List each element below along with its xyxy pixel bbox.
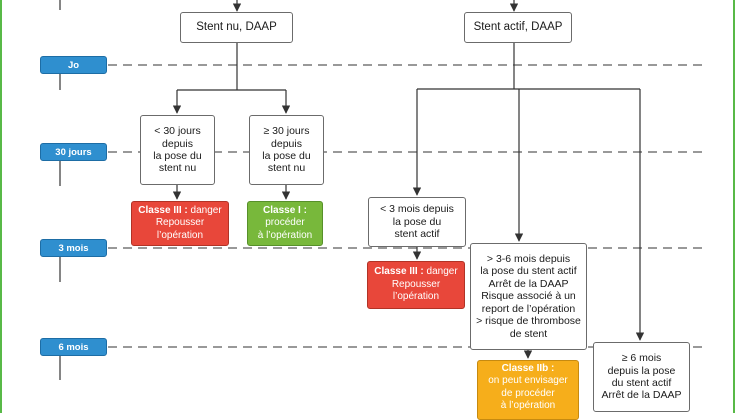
- class-label: Classe III :: [138, 204, 191, 216]
- box-ge6-months: ≥ 6 mois depuis la pose du stent actif A…: [593, 342, 690, 412]
- box-class2b: Classe IIb : on peut envisager de procéd…: [477, 360, 579, 420]
- timeline-tag-3m: 3 mois: [40, 239, 107, 257]
- box-bare-stent: Stent nu, DAAP: [180, 12, 293, 43]
- class-label: Classe I :: [263, 204, 307, 216]
- right-border: [733, 0, 735, 413]
- timeline-tag-jo: Jo: [40, 56, 107, 74]
- class-label: Classe III :: [374, 266, 427, 278]
- box-3-6-months: > 3-6 mois depuis la pose du stent actif…: [470, 243, 587, 350]
- box-active-stent: Stent actif, DAAP: [464, 12, 572, 43]
- box-lt3-months: < 3 mois depuis la pose du stent actif: [368, 197, 466, 247]
- class-text: on peut envisager de procéder à l’opérat…: [488, 375, 568, 412]
- box-lt30-days: < 30 jours depuis la pose du stent nu: [140, 115, 215, 185]
- class-text: procéder à l’opération: [257, 217, 313, 241]
- class-label: Classe IIb :: [501, 363, 555, 374]
- box-ge30-days: ≥ 30 jours depuis la pose du stent nu: [249, 115, 324, 185]
- box-class3-bare: Classe III : danger Repousser l’opératio…: [131, 201, 229, 246]
- timeline-tag-6m: 6 mois: [40, 338, 107, 356]
- box-class3-active: Classe III : danger Repousser l’opératio…: [367, 261, 465, 309]
- left-border: [0, 0, 2, 413]
- box-class1: Classe I : procéder à l’opération: [247, 201, 323, 246]
- class-text: danger Repousser l’opération: [155, 204, 222, 241]
- class-text: danger Repousser l’opération: [391, 266, 458, 303]
- timeline-tag-30: 30 jours: [40, 143, 107, 161]
